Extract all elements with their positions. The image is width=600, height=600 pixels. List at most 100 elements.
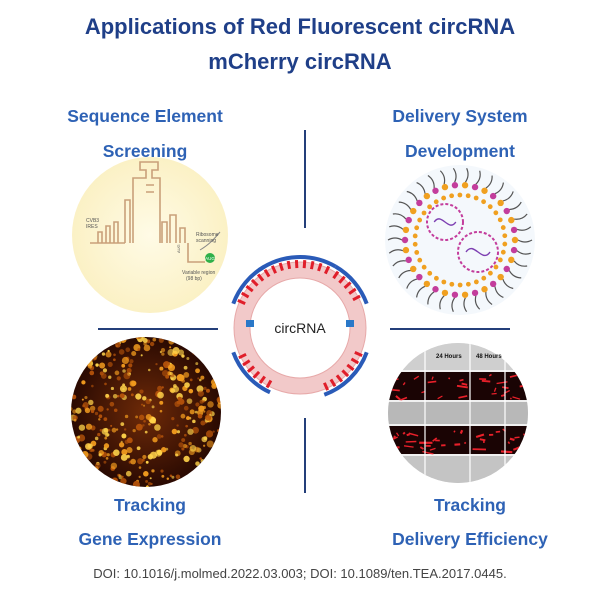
cell-spot: [169, 346, 172, 349]
cell-spot: [94, 462, 101, 469]
cell-spot: [119, 385, 128, 393]
lipid-head-inner: [414, 225, 420, 231]
cell-spot: [123, 372, 131, 380]
red-streak: [536, 388, 541, 390]
cell-spot: [103, 443, 110, 449]
red-streak: [403, 445, 414, 448]
lipid-head: [451, 182, 459, 189]
cell-spot: [183, 405, 189, 411]
peg-chain: [406, 190, 418, 202]
probe-tick: [329, 378, 337, 388]
cell-spot: [118, 349, 125, 355]
cell-spot: [188, 441, 192, 446]
cell-spot: [169, 474, 173, 477]
cell-spot: [116, 394, 120, 398]
cell-spot: [89, 359, 93, 363]
red-streak: [509, 374, 519, 378]
peg-chain: [392, 260, 407, 267]
cell-spot: [205, 354, 211, 360]
cell-spot: [186, 416, 190, 420]
cell-spot: [201, 436, 208, 443]
cell-spot: [217, 440, 221, 447]
grid-label-48-hours: 48 Hours: [476, 354, 502, 360]
red-streak: [421, 391, 425, 394]
red-streak: [496, 381, 508, 385]
peg-chain: [516, 250, 531, 255]
vesicle: [457, 231, 499, 273]
cell-spot: [103, 460, 107, 464]
lipid-head-inner: [465, 281, 471, 287]
probe-tick: [240, 291, 250, 299]
cell-spot: [138, 414, 145, 421]
peg-chain: [485, 175, 493, 189]
red-streak: [461, 382, 468, 386]
lipid-head: [510, 226, 518, 234]
cell-spot: [126, 367, 132, 374]
cell-spot: [90, 482, 94, 486]
red-streak: [413, 375, 420, 380]
cell-spot: [149, 341, 155, 347]
cell-spot: [124, 439, 129, 444]
cell-spot: [152, 437, 158, 443]
peg-chain: [494, 286, 504, 299]
cell-spot: [192, 426, 199, 434]
peg-chain: [388, 249, 404, 254]
cell-spot: [119, 393, 125, 399]
probe-tick: [258, 375, 266, 384]
cell-spot: [195, 368, 200, 374]
peg-chain: [502, 191, 514, 202]
cell-spot: [186, 398, 193, 405]
ires-diagram: AUG CVB3 IRES AUG Ribosome scanning Vari…: [72, 157, 228, 313]
cell-spot: [209, 413, 212, 416]
cell-spot: [113, 353, 116, 357]
cell-spot: [143, 471, 149, 477]
cell-spot: [161, 474, 165, 478]
cell-spot: [71, 382, 73, 386]
cell-spot: [192, 419, 196, 424]
cell-spot: [217, 428, 221, 433]
lipid-head: [481, 286, 488, 293]
lipid-head: [503, 265, 510, 273]
cell-spot: [138, 466, 142, 469]
cell-spot: [140, 354, 143, 357]
cell-spot: [200, 459, 205, 464]
probe-tick: [302, 260, 307, 269]
probe-tick: [343, 281, 352, 289]
cell-spot: [198, 378, 202, 382]
peg-chain: [463, 297, 468, 313]
cell-spot: [214, 337, 219, 340]
cell-spot: [147, 454, 154, 460]
lipid-head: [410, 265, 417, 273]
lipid-head-inner: [487, 270, 493, 276]
cell-spot: [171, 475, 175, 479]
cell-spot: [71, 353, 75, 358]
red-streak: [406, 433, 410, 437]
cell-spot: [88, 399, 94, 406]
lipid-head: [497, 273, 504, 281]
cell-spot: [216, 396, 221, 403]
heading-sequence-element: Sequence Element: [67, 106, 223, 126]
lipid-head: [511, 236, 519, 244]
red-streak: [500, 394, 505, 397]
cell-spot: [124, 414, 129, 419]
cell-spot: [208, 360, 212, 363]
cell-spot: [161, 447, 167, 453]
cell-spot: [130, 458, 136, 465]
heading-tracking-right: Tracking: [434, 495, 506, 515]
cell-spot: [195, 461, 200, 466]
cell-spot: [130, 393, 134, 397]
cell-spot: [104, 432, 109, 437]
peg-chain: [513, 260, 528, 267]
lipid-head-inner: [427, 270, 433, 276]
cell-spot: [94, 340, 102, 348]
red-streak: [402, 431, 406, 435]
cell-spot: [102, 368, 108, 373]
cell-spot: [206, 350, 213, 357]
cell-spot: [213, 473, 221, 481]
cell-spot: [209, 456, 216, 463]
cell-spot: [78, 485, 82, 487]
cell-spot: [122, 369, 126, 373]
cell-spot: [81, 398, 84, 401]
variable-region-label-2: (98 bp): [186, 276, 202, 282]
gene-expression-microscopy: [71, 337, 221, 487]
